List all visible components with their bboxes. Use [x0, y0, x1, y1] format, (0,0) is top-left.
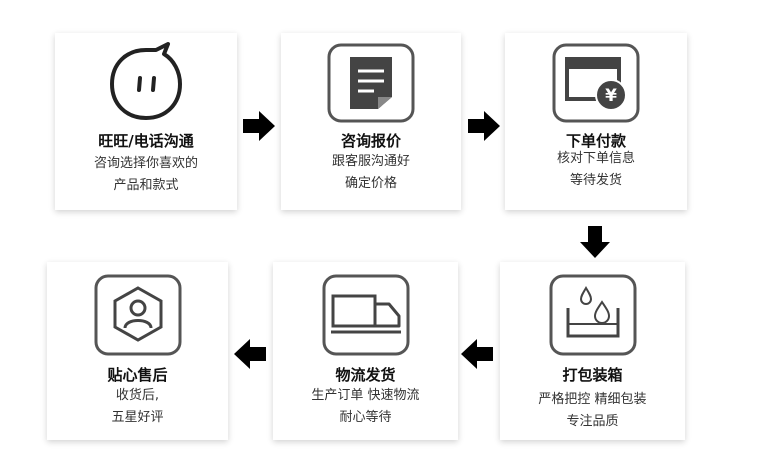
step-title: 物流发货 — [335, 366, 396, 384]
step-title: 旺旺/电话沟通 — [98, 132, 194, 150]
step-card-aftersales: 贴心售后 收货后, 五星好评 — [47, 262, 228, 440]
arrow-down-icon — [580, 226, 610, 262]
step-desc-line2: 耐心等待 — [339, 410, 392, 425]
step-desc-line1: 跟客服沟通好 — [331, 154, 410, 169]
step-title: 下单付款 — [565, 132, 626, 150]
water-drop-box-icon — [548, 274, 638, 356]
step-card-shipping: 物流发货 生产订单 快速物流 耐心等待 — [273, 262, 458, 440]
arrow-left-icon — [234, 339, 266, 373]
step-desc-line2: 产品和款式 — [113, 178, 179, 193]
step-desc-line1: 收货后, — [115, 388, 160, 403]
step-card-packing: 打包装箱 严格把控 精细包装 专注品质 — [500, 262, 685, 440]
chat-bubble-face-icon — [104, 42, 188, 126]
step-desc-line1: 咨询选择你喜欢的 — [93, 156, 198, 171]
step-desc-line2: 专注品质 — [566, 414, 619, 429]
arrow-right-icon — [468, 111, 500, 145]
card-yen-icon: ¥ — [551, 43, 641, 123]
step-title: 打包装箱 — [562, 366, 623, 384]
step-desc-line2: 等待发货 — [569, 173, 622, 188]
document-icon — [326, 43, 416, 123]
arrow-right-icon — [243, 111, 275, 145]
truck-icon — [321, 274, 411, 356]
arrow-left-icon — [461, 339, 493, 373]
step-card-communicate: 旺旺/电话沟通 咨询选择你喜欢的 产品和款式 — [55, 33, 237, 210]
step-card-quote: 咨询报价 跟客服沟通好 确定价格 — [281, 33, 461, 210]
step-title: 咨询报价 — [340, 132, 401, 150]
step-desc-line2: 确定价格 — [344, 176, 397, 191]
step-desc-line1: 核对下单信息 — [556, 151, 635, 166]
user-service-icon — [93, 274, 183, 356]
step-desc-line2: 五星好评 — [111, 410, 164, 425]
svg-text:¥: ¥ — [605, 86, 617, 106]
step-title: 贴心售后 — [107, 366, 168, 384]
step-desc-line1: 生产订单 快速物流 — [311, 388, 420, 403]
step-desc-line1: 严格把控 精细包装 — [538, 392, 647, 407]
step-card-payment: ¥ 下单付款 核对下单信息 等待发货 — [505, 33, 687, 210]
